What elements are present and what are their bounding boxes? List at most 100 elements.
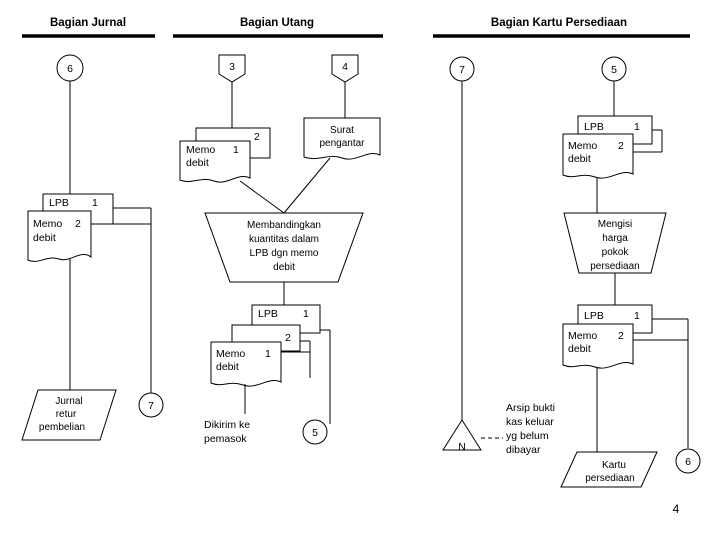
doc-num-kartu-memo-mid: 2: [618, 330, 624, 342]
connector-in-6: 6: [56, 54, 84, 82]
arsip-line3: yg belum: [506, 430, 549, 442]
doc-num-kartu-lpb-top: 1: [634, 121, 640, 133]
column-header-kartu: Bagian Kartu Persediaan: [433, 17, 690, 38]
output-line1-jurnal: Jurnal: [55, 396, 82, 407]
doc-num-memo-back: 2: [254, 131, 260, 143]
doc-label-utang-debit: debit: [186, 157, 209, 169]
doc-num-utang-lpb: 1: [303, 308, 309, 320]
mengisi-line1: Mengisi: [598, 219, 632, 230]
doc-label-kartu-debit-top: debit: [568, 153, 591, 165]
column-title-utang: Bagian Utang: [240, 17, 314, 29]
doc-num-kartu-memo-top: 2: [618, 140, 624, 152]
line-memo-to-process: [239, 180, 285, 214]
output-line3-jurnal: pembelian: [39, 422, 85, 433]
doc-label-utang-memo1: Memo: [216, 348, 245, 360]
output-kartu-persediaan: Kartu persediaan: [560, 451, 658, 488]
connector-out-7-jurnal: 7: [138, 392, 164, 418]
note-arsip: Arsip bukti kas keluar yg belum dibayar: [506, 402, 555, 456]
parallelogram-jurnal-retur: [21, 389, 117, 441]
archive-triangle: N: [442, 419, 482, 453]
document-surat-pengantar: Surat pengantar: [303, 117, 381, 160]
kartu-out-line2: persediaan: [585, 473, 634, 484]
arsip-line4: dibayar: [506, 444, 541, 456]
membandingkan-line1: Membandingkan: [247, 220, 321, 231]
doc-label-kartu-lpb-mid: LPB: [584, 310, 604, 322]
doc-shape-surat: [303, 117, 381, 160]
document-kartu-memo-top: Memo 2 debit: [562, 133, 634, 179]
output-jurnal-retur: Jurnal retur pembelian: [21, 389, 117, 441]
mengisi-line3: pokok: [602, 247, 630, 258]
trapezoid-mengisi: [563, 212, 667, 274]
mengisi-line4: persediaan: [590, 261, 639, 272]
surat-line1: Surat: [330, 125, 354, 136]
line-surat-to-process: [283, 157, 331, 214]
trapezoid-membandingkan: [204, 212, 364, 283]
document-jurnal-memo-front: Memo 2 debit: [27, 210, 92, 262]
surat-line2: pengantar: [319, 138, 365, 149]
arsip-line1: Arsip bukti: [506, 402, 555, 414]
doc-shape-memo-debit: [27, 210, 92, 262]
connector-out-5-utang: 5: [302, 419, 328, 445]
doc-label-utang-debit1: debit: [216, 361, 239, 373]
dikirim-line2: pemasok: [204, 433, 247, 445]
connector-in-4: 4: [331, 54, 359, 83]
doc-label-utang-lpb: LPB: [258, 308, 278, 320]
note-dikirim-pemasok: Dikirim ke pemasok: [204, 419, 250, 445]
page-number: 4: [673, 502, 680, 516]
doc-shape-kartu-memo-mid: [562, 323, 634, 369]
connector-label-7: 7: [459, 64, 465, 76]
membandingkan-line2: kuantitas dalam: [249, 234, 319, 245]
doc-label-kartu-lpb-top: LPB: [584, 121, 604, 133]
connector-out-6-kartu: 6: [675, 448, 701, 474]
connector-label-6-bottom: 6: [685, 456, 691, 468]
connector-pentagon-3: [218, 54, 246, 83]
doc-label-utang-memo: Memo: [186, 144, 215, 156]
archive-letter-n: N: [458, 441, 466, 453]
document-utang-memo-front: Memo 1 debit: [179, 140, 251, 183]
doc-label-kartu-memo-top: Memo: [568, 140, 597, 152]
parallelogram-kartu-persediaan: [560, 451, 658, 488]
doc-num-utang-memo1: 1: [265, 348, 271, 360]
connector-in-7: 7: [449, 56, 475, 82]
doc-label-memo: Memo: [33, 218, 62, 230]
process-membandingkan: Membandingkan kuantitas dalam LPB dgn me…: [204, 212, 364, 283]
connector-pentagon-4: [331, 54, 359, 83]
document-kartu-memo-mid: Memo 2 debit: [562, 323, 634, 369]
document-utang-memo1-front: Memo 1 debit: [210, 341, 282, 387]
connector-circle-5-bottom: [302, 419, 328, 445]
kartu-out-line1: Kartu: [602, 460, 626, 471]
membandingkan-line3: LPB dgn memo: [250, 248, 319, 259]
doc-label-kartu-memo-mid: Memo: [568, 330, 597, 342]
doc-label-kartu-debit-mid: debit: [568, 343, 591, 355]
connector-in-5: 5: [601, 56, 627, 82]
connector-circle-6-bottom: [675, 448, 701, 474]
doc-num-utang-memo: 1: [233, 144, 239, 156]
doc-label-debit: debit: [33, 232, 56, 244]
membandingkan-line4: debit: [273, 262, 295, 273]
mengisi-line2: harga: [602, 233, 628, 244]
dikirim-line1: Dikirim ke: [204, 419, 250, 431]
connector-circle-7-bottom: [138, 392, 164, 418]
doc-num-lpb: 1: [92, 197, 98, 209]
doc-num-kartu-lpb-mid: 1: [634, 310, 640, 322]
arsip-line2: kas keluar: [506, 416, 554, 428]
column-title-kartu: Bagian Kartu Persediaan: [491, 17, 627, 29]
doc-num-memo: 2: [75, 218, 81, 230]
process-mengisi: Mengisi harga pokok persediaan: [563, 212, 667, 274]
column-header-jurnal: Bagian Jurnal: [22, 17, 155, 38]
doc-shape-utang-memo1: [210, 341, 282, 387]
triangle-archive: [442, 419, 482, 451]
connector-label-5: 5: [611, 64, 617, 76]
connector-in-3: 3: [218, 54, 246, 83]
doc-shape-kartu-memo-top: [562, 133, 634, 179]
connector-label-5-bottom: 5: [312, 427, 318, 439]
doc-num-utang-mid: 2: [285, 332, 291, 344]
connector-label-6: 6: [67, 63, 73, 75]
doc-shape-utang-memo: [179, 140, 251, 183]
connector-label-3: 3: [229, 61, 235, 73]
connector-label-7-bottom: 7: [148, 400, 154, 412]
column-title-jurnal: Bagian Jurnal: [50, 17, 126, 29]
doc-label-lpb: LPB: [49, 197, 69, 209]
